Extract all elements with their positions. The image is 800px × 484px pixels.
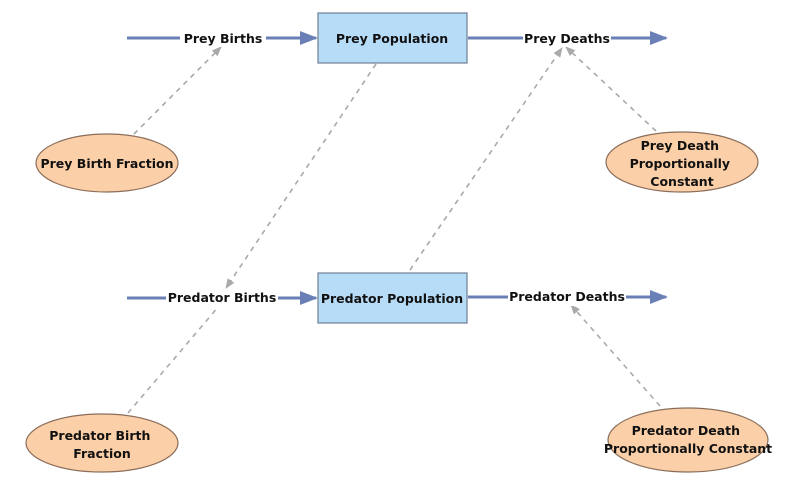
link-predator-population-to-prey-deaths	[409, 47, 563, 271]
prey-death-constant-label: Prey Death Proportionally Constant	[630, 138, 735, 189]
predator-death-constant-label: Predator Death Proportionally Constant	[604, 423, 772, 456]
prey-deaths-label: Prey Deaths	[524, 31, 610, 46]
predator-deaths-label: Predator Deaths	[509, 289, 625, 304]
prey-birth-fraction-aux[interactable]: Prey Birth Fraction	[35, 133, 179, 193]
prey-population-label: Prey Population	[336, 31, 448, 46]
prey-population-stock[interactable]: Prey Population	[317, 12, 468, 64]
link-prey-birth-fraction-to-prey-births	[133, 46, 222, 135]
prey-death-constant-aux[interactable]: Prey Death Proportionally Constant	[605, 131, 759, 193]
predator-population-label: Predator Population	[321, 291, 463, 306]
predator-birth-fraction-label: Predator Birth Fraction	[49, 428, 154, 461]
link-predator-birth-fraction-to-predator-births	[127, 305, 220, 414]
link-predator-death-constant-to-predator-deaths	[570, 304, 661, 407]
prey-births-label: Prey Births	[184, 31, 263, 46]
predator-births-label: Predator Births	[168, 290, 277, 305]
link-prey-population-to-predator-births	[225, 63, 377, 289]
link-prey-death-constant-to-prey-deaths	[565, 46, 657, 132]
predator-birth-fraction-aux[interactable]: Predator Birth Fraction	[25, 413, 179, 473]
predator-death-constant-aux[interactable]: Predator Death Proportionally Constant	[604, 407, 772, 473]
prey-birth-fraction-label: Prey Birth Fraction	[40, 156, 173, 171]
predator-population-stock[interactable]: Predator Population	[317, 272, 468, 324]
